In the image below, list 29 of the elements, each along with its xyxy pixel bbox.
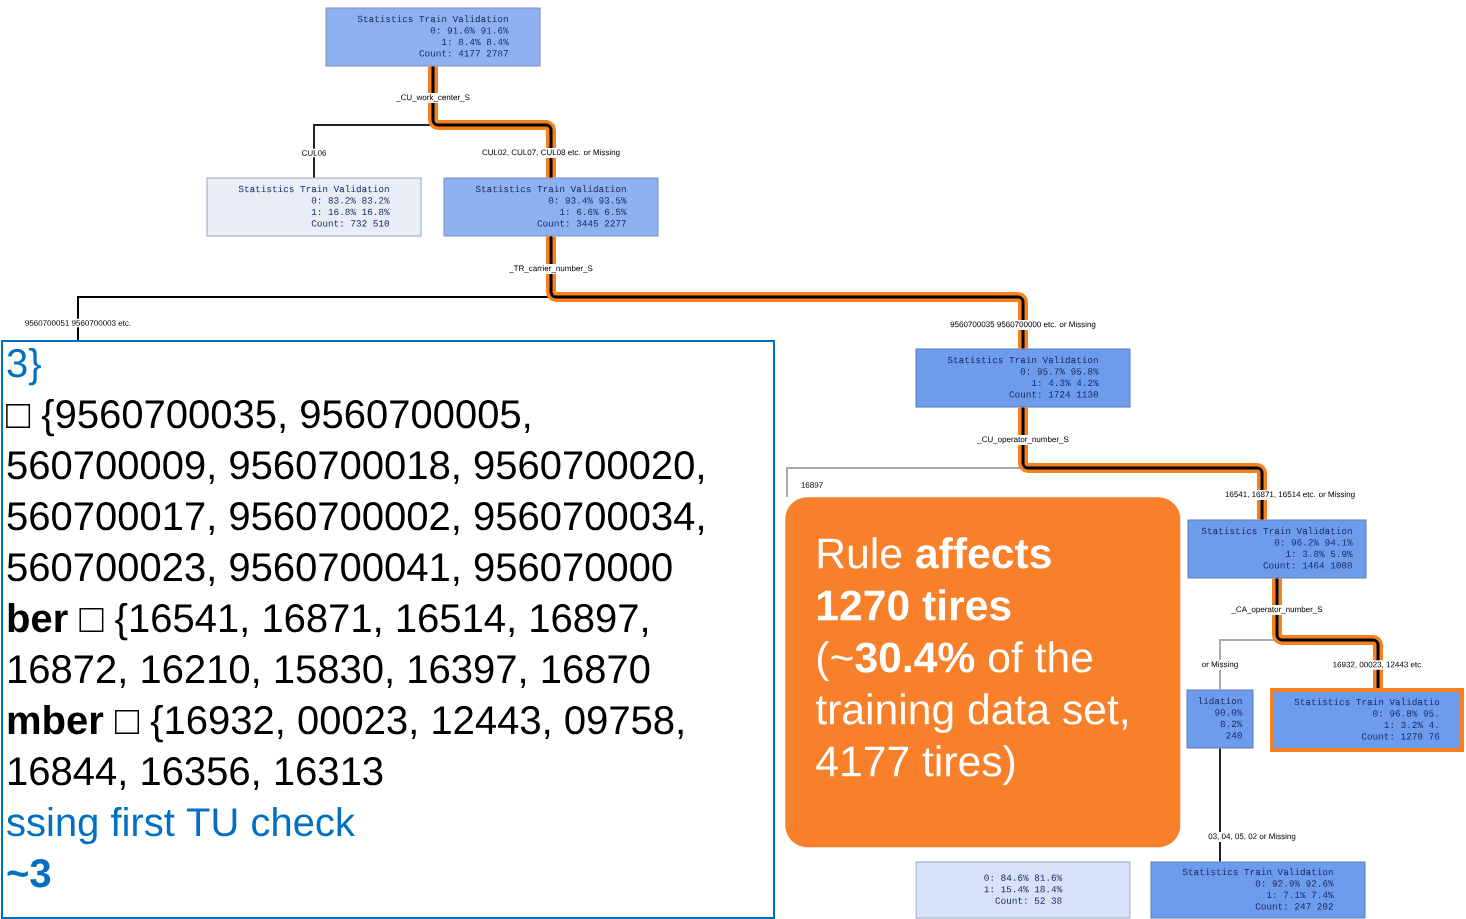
edge-label: CUL02, CUL07, CUL08 etc. or Missing [480,147,622,159]
split-label: _CU_operator_number_S [975,434,1071,446]
edge-label: CUL06 [300,148,328,158]
edge-label: 9560700035 9560700000 etc. or Missing [948,319,1098,331]
edge-label: or Missing [1200,659,1240,671]
connector [1018,407,1267,520]
split-label: _CA_operator_number_S [1230,604,1324,616]
split-label: _TR_carrier_number_S [507,263,595,274]
callout-box: Rule affects 1270 tires (~30.4% of the training data set, 4177 tires) [785,497,1181,848]
connector [1219,747,1221,863]
edge-label: 03, 04, 05, 02 or Missing [1206,831,1298,843]
tree-node: Statistics Train Validation 0: 91.6% 91.6% 1: 8.4% 8.4% Count: 4177 2787 [325,7,541,67]
tree-node: Statistics Train Validation 0: 93.4% 93.5% 1: 6.6% 6.5% Count: 3445 2277 [443,177,659,237]
edge-label: 16541, 16871, 16514 etc. or Missing [1223,489,1357,501]
split-label: _CU_work_center_S [394,92,472,103]
connector [1272,578,1383,688]
text-panel: 3} □ {9560700035, 9560700005, 560700009, 9560700018, 9560700020, 560700017, 9560700002, 9560700034, 560700023, 9560700041, 956070000 ber □ {16541, 16871, 16514, 16897, 16872, 16210, 15830, 16397, 16870 mber □ {16932, 00023, 12443, 09758, 16844, 16356, 16313 ssing first TU check ~3 [1,340,775,919]
tree-node: Statistics Train Validation 0: 96.2% 94.1% 1: 3.8% 5.9% Count: 1464 1008 [1187,519,1367,579]
connector [546,236,1028,349]
tree-node: Statistics Train Validation 0: 95.7% 95.8% 1: 4.3% 4.2% Count: 1724 1130 [915,348,1131,408]
tree-node: Statistics Train Validation 0: 92.9% 92.6% 1: 7.1% 7.4% Count: 247 202 [1150,861,1366,919]
tree-node: lidation 90.0% 8.2% 240 [1186,689,1254,749]
tree-node: Statistics Train Validatio 0: 96.8% 95. 1: 3.2% 4. Count: 1270 76 [1270,688,1464,752]
edge-label: 16897 [799,480,825,490]
edge-label: 16932, 00023, 12443 etc. [1331,660,1425,670]
edge-label: 9560700051 9560700003 etc. [23,318,133,328]
tree-node: 0: 84.6% 81.6% 1: 15.4% 18.4% Count: 52 38 [915,861,1131,919]
tree-node: Statistics Train Validation 0: 83.2% 83.2% 1: 16.8% 16.8% Count: 732 510 [206,177,422,237]
connector [428,66,556,178]
